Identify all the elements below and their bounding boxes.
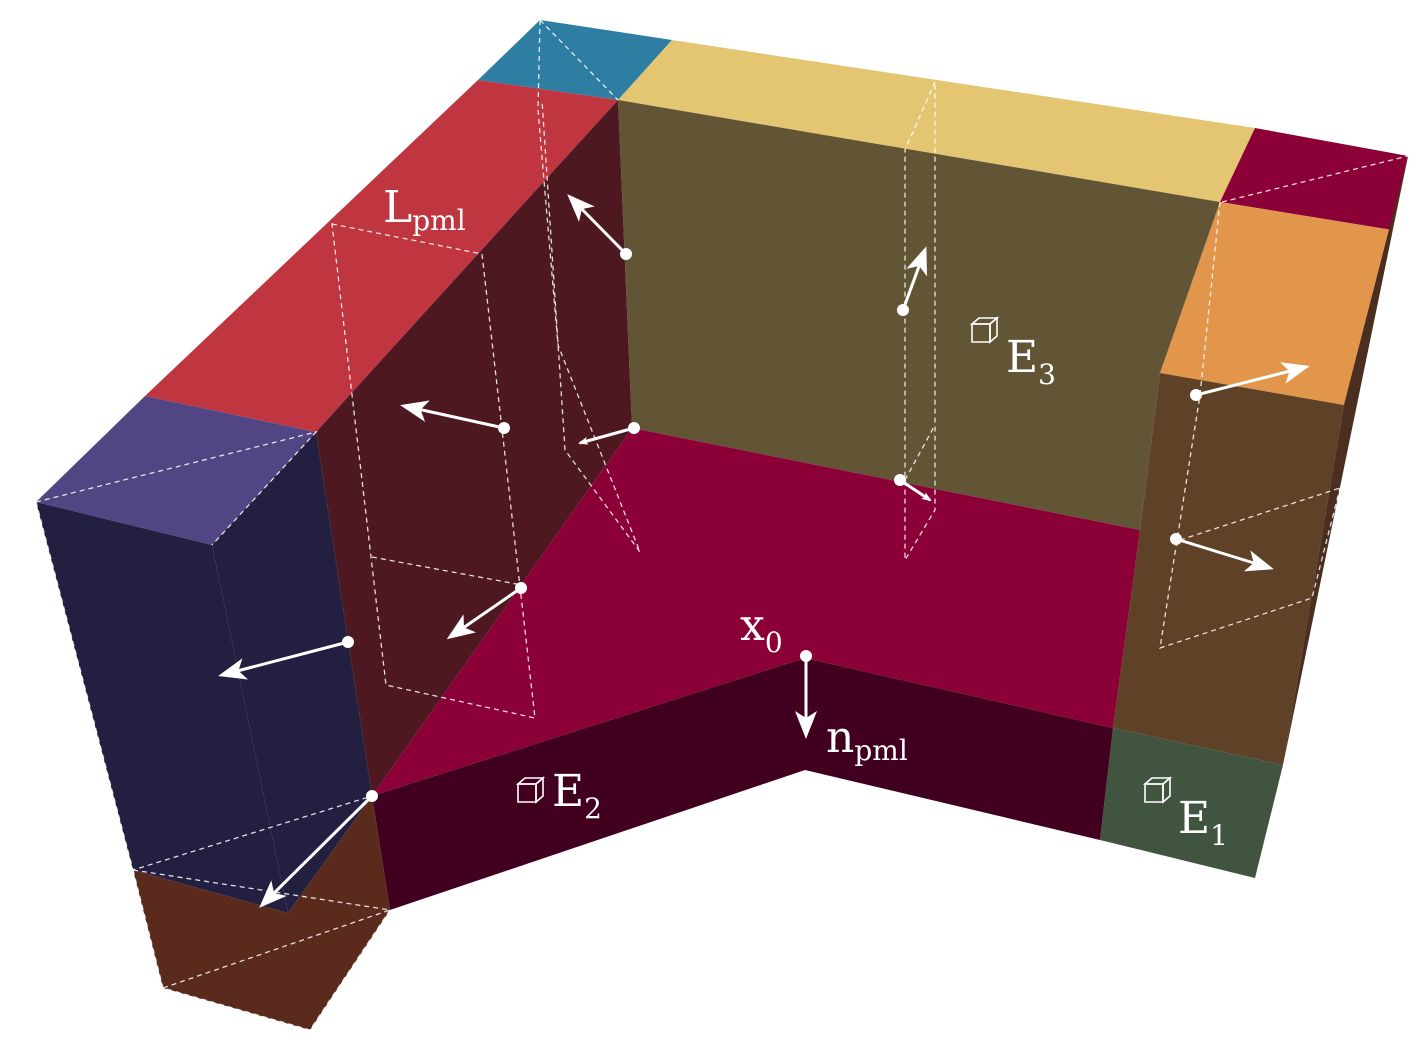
magenta-floor <box>372 428 1140 796</box>
right-wall-edge-strip <box>1283 156 1408 765</box>
label-l-pml: Lpml <box>383 182 466 237</box>
dashed-guide-lines <box>35 19 1409 1031</box>
top-yellow-face <box>618 40 1255 202</box>
cube-icon <box>969 316 1000 344</box>
front-dark-face-left <box>372 658 805 910</box>
olive-back-wall <box>618 100 1220 530</box>
top-blue-corner-face <box>478 20 672 100</box>
arrow-3-origin-dot <box>628 422 640 434</box>
orange-block-face <box>1160 202 1392 405</box>
arrow-6 <box>259 794 374 908</box>
arrow-8-origin-dot <box>894 474 906 486</box>
label-n-pml: npml <box>826 712 908 767</box>
arrow-5 <box>218 640 349 680</box>
brown-right-wall <box>1113 373 1344 765</box>
cube-icon <box>515 776 546 804</box>
arrow-9-origin-dot <box>1190 389 1202 401</box>
arrow-4-origin-dot <box>515 582 527 594</box>
x0-point-dot <box>800 650 812 662</box>
arrow-5-origin-dot <box>342 636 354 648</box>
normal-arrows <box>218 194 1310 908</box>
arrow-7 <box>901 246 928 311</box>
arrow-10-origin-dot <box>1170 533 1182 545</box>
arrow-8 <box>899 478 932 502</box>
top-red-face <box>145 80 618 432</box>
arrow-7-origin-dot <box>897 304 909 316</box>
navy-block-front <box>36 502 288 913</box>
label-e2: E2 <box>552 766 602 825</box>
dark-left-wall <box>316 100 632 796</box>
arrow-1 <box>567 194 628 256</box>
arrow-6-origin-dot <box>366 790 378 802</box>
navy-block-side <box>212 432 372 913</box>
front-dark-face-right <box>805 658 1113 840</box>
arrow-2-origin-dot <box>498 422 510 434</box>
cube-icon <box>1142 776 1173 804</box>
arrow-1-origin-dot <box>620 248 632 260</box>
arrow-4 <box>446 586 522 640</box>
arrow-10 <box>1175 537 1274 572</box>
arrow-3 <box>578 426 635 445</box>
arrow-2 <box>400 400 505 430</box>
brown-bottom-corner <box>133 796 390 1030</box>
label-e1: E1 <box>1178 793 1228 852</box>
label-e3: E3 <box>1006 332 1056 391</box>
label-x0: x0 <box>740 600 783 659</box>
green-corner-face <box>1100 728 1283 878</box>
arrow-9 <box>1195 362 1310 397</box>
